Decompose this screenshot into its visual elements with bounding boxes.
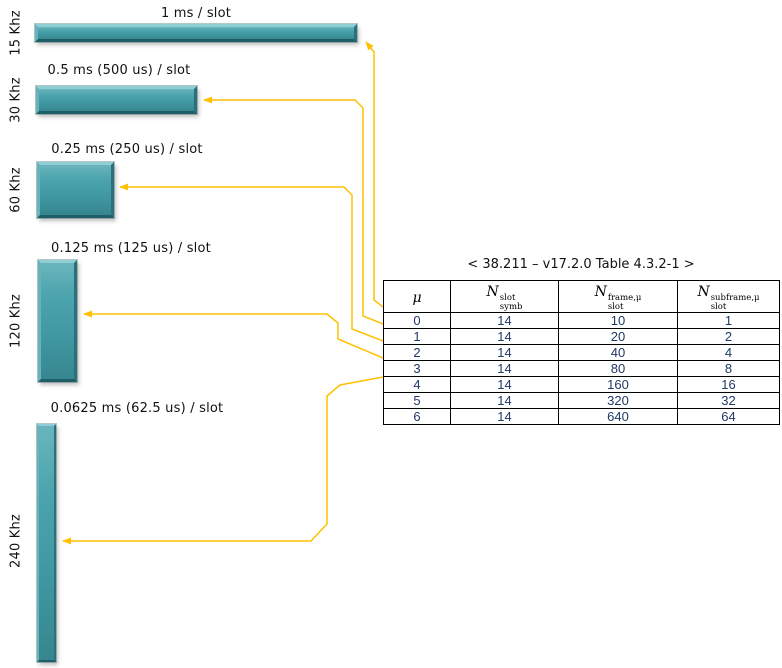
table-cell-r0-c1: 14: [450, 311, 559, 329]
connector-mu0-to-15khz: [365, 41, 384, 308]
freq-label-15khz: 15 Khz: [8, 10, 24, 56]
table-cell-r2-c2: 40: [558, 343, 678, 361]
duration-label-120khz: 0.125 ms (125 us) / slot: [51, 241, 211, 256]
table-cell-r3-c3: 8: [677, 359, 780, 377]
table-header-col-0: μ: [383, 280, 451, 313]
table-cell-r0-c2: 10: [558, 311, 678, 329]
table-title: < 38.211 – v17.2.0 Table 4.3.2-1 >: [467, 257, 695, 272]
table-cell-r3-c1: 14: [450, 359, 559, 377]
freq-label-60khz: 60 Khz: [8, 167, 24, 213]
table-cell-r6-c2: 640: [558, 407, 678, 425]
table-cell-r3-c2: 80: [558, 359, 678, 377]
table-cell-r6-c3: 64: [677, 407, 780, 425]
table-cell-r5-c3: 32: [677, 391, 780, 409]
table-cell-r2-c1: 14: [450, 343, 559, 361]
table-cell-r0-c3: 1: [677, 311, 780, 329]
duration-label-30khz: 0.5 ms (500 us) / slot: [47, 63, 191, 78]
connector-mu3-to-120khz: [83, 310, 384, 359]
table-cell-r5-c1: 14: [450, 391, 559, 409]
table-cell-r4-c0: 4: [383, 375, 451, 393]
freq-label-120khz: 120 Khz: [8, 294, 24, 348]
table-cell-r4-c1: 14: [450, 375, 559, 393]
table-cell-r0-c0: 0: [383, 311, 451, 329]
table-cell-r2-c0: 2: [383, 343, 451, 361]
slot-bar-30khz: [36, 86, 197, 114]
table-cell-r4-c2: 160: [558, 375, 678, 393]
duration-label-60khz: 0.25 ms (250 us) / slot: [51, 142, 203, 157]
connector-mu1-to-30khz: [203, 96, 384, 325]
freq-label-30khz: 30 Khz: [8, 77, 24, 123]
connector-mu2-to-60khz: [119, 183, 384, 342]
slot-bar-60khz: [37, 162, 114, 218]
slot-bar-120khz: [38, 260, 77, 382]
duration-label-15khz: 1 ms / slot: [160, 6, 232, 21]
slot-bar-240khz: [37, 424, 56, 662]
table-cell-r3-c0: 3: [383, 359, 451, 377]
table-cell-r4-c3: 16: [677, 375, 780, 393]
table-cell-r2-c3: 4: [677, 343, 780, 361]
table-cell-r1-c1: 14: [450, 327, 559, 345]
table-cell-r6-c1: 14: [450, 407, 559, 425]
table-cell-r1-c3: 2: [677, 327, 780, 345]
table-cell-r1-c0: 1: [383, 327, 451, 345]
slot-bar-15khz: [35, 24, 357, 42]
table-cell-r1-c2: 20: [558, 327, 678, 345]
table-cell-r6-c0: 6: [383, 407, 451, 425]
freq-label-240khz: 240 Khz: [8, 514, 24, 568]
table-cell-r5-c2: 320: [558, 391, 678, 409]
table-cell-r5-c0: 5: [383, 391, 451, 409]
duration-label-240khz: 0.0625 ms (62.5 us) / slot: [50, 401, 224, 416]
